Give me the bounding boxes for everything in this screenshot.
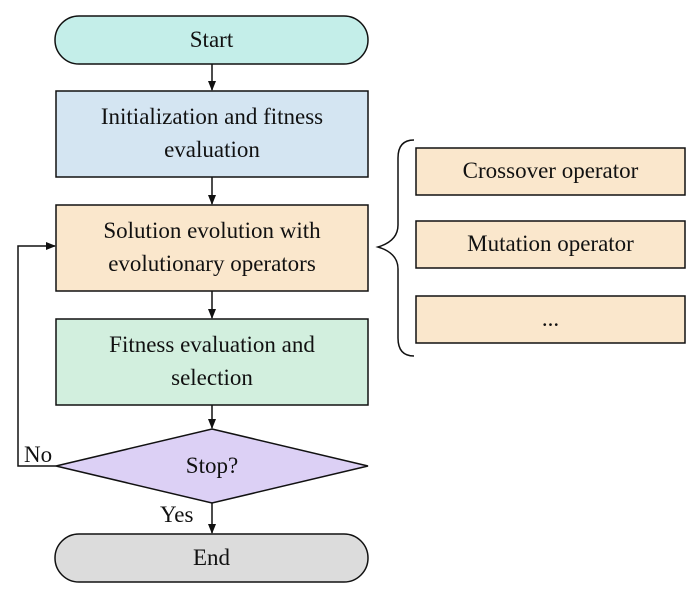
ellipsis-operator-label: ... (541, 306, 560, 332)
evolution-box (55, 204, 369, 292)
yes-edge-label: Yes (160, 502, 194, 527)
end-terminal (54, 533, 369, 583)
crossover-operator-box (415, 147, 686, 196)
operators-curly-brace (375, 139, 415, 357)
mutation-operator-box (415, 220, 686, 269)
arrow-no-loop-back (17, 242, 56, 467)
no-edge-label: No (24, 442, 53, 467)
crossover-operator-label: Crossover operator (462, 158, 639, 184)
end-label: End (192, 544, 231, 570)
ellipsis-operator-box (415, 295, 686, 344)
evolution-label: Solution evolution with evolutionary ope… (103, 218, 321, 276)
start-label: Start (189, 26, 234, 52)
mutation-operator-label: Mutation operator (467, 231, 634, 257)
selection-label: Fitness evaluation and selection (109, 332, 315, 390)
stop-label: Stop? (185, 452, 239, 478)
selection-box (55, 318, 369, 406)
initialization-box (55, 90, 369, 178)
initialization-label: Initialization and fitness evaluation (100, 104, 324, 162)
